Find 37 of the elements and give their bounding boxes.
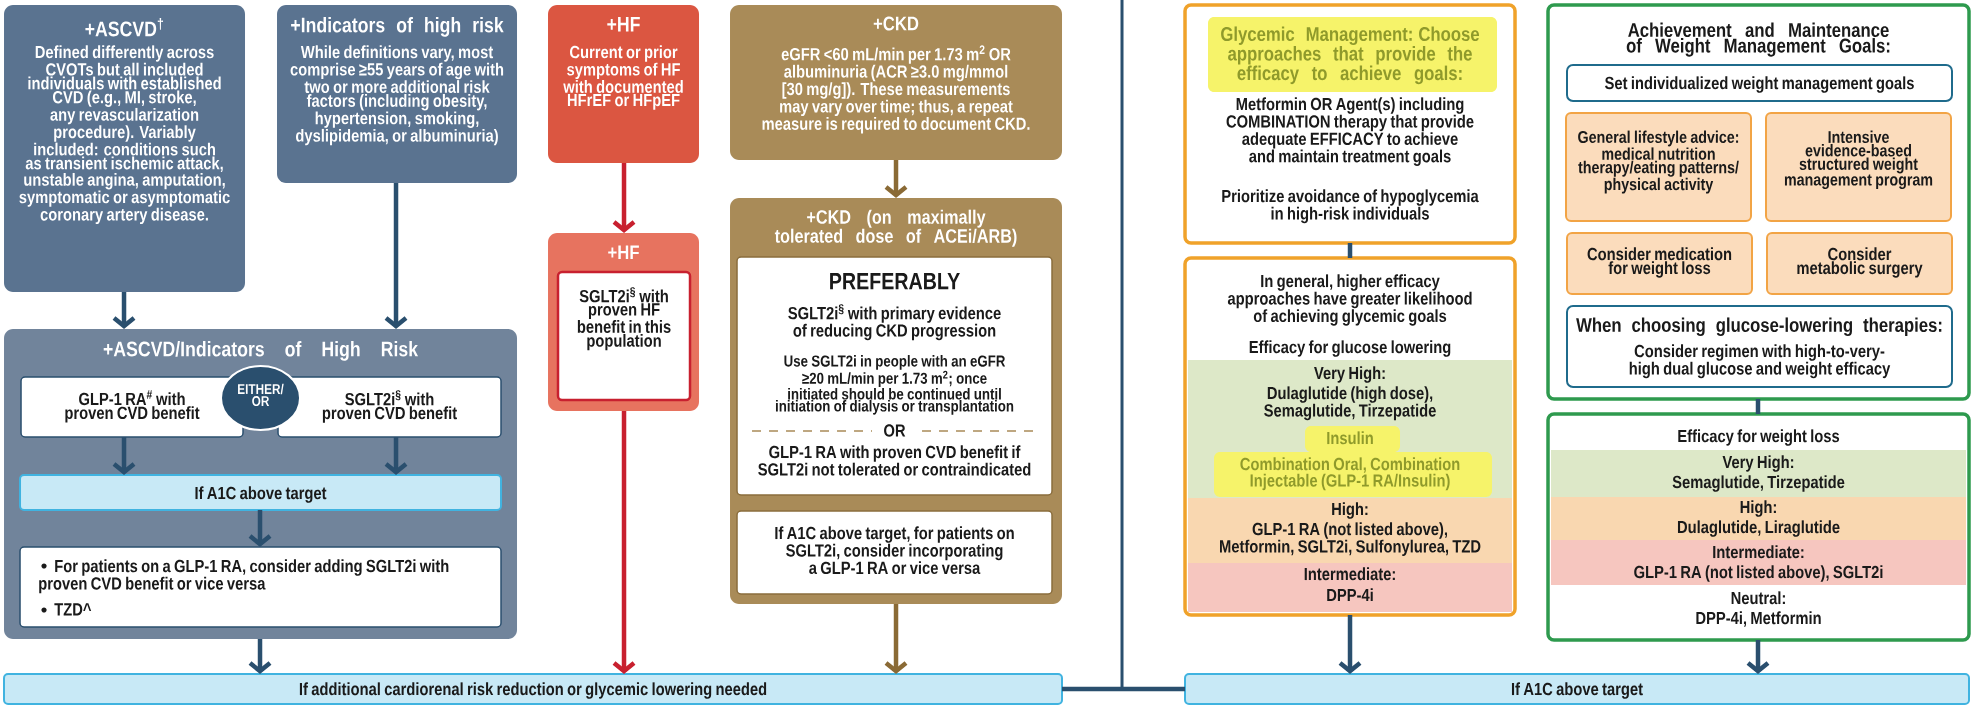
arrow bbox=[1746, 640, 1770, 674]
condition-box: +HF Current or prior symptoms of HF with documented HFrEF or HFpEF bbox=[548, 5, 699, 163]
process-box: Set individualized weight management goals bbox=[1566, 64, 1953, 102]
process-box: SGLT2i$^{§}$ with proven HF benefit in this population bbox=[556, 270, 692, 402]
process-box: Glycemic Management: Choose approaches that provide the efficacy to achieve goals: Metformin OR Agent(s) including COMBINATION therapy that provide adequate EFFICACY to achieve and maintain treatment goals Prioritize avoidance of hypoglycemia in high-risk individuals bbox=[1183, 3, 1517, 245]
process-box: If A1C above target, for patients on SGLT2i, consider incorporating a GLP-1 RA or vice versa bbox=[736, 510, 1053, 595]
efficacy-band: Very High: Semaglutide, Tirzepatide bbox=[1551, 450, 1966, 497]
process-box: When choosing glucose-lowering therapies: Consider regimen with high-to-very-high dual glucose and weight efficacy bbox=[1566, 305, 1953, 388]
efficacy-band: Intermediate: DPP-4i bbox=[1188, 563, 1512, 612]
arrow bbox=[1338, 615, 1362, 674]
efficacy-band: Intermediate: GLP-1 RA (not listed above), SGLT2i bbox=[1551, 540, 1966, 585]
arrow bbox=[884, 604, 908, 674]
process-box: For patients on a GLP-1 RA, consider adding SGLT2i with proven CVD benefit or vice versa TZD^ bbox=[19, 546, 502, 628]
target-box: If additional cardiorenal risk reduction or glycemic lowering needed bbox=[3, 673, 1063, 705]
option-box: Consider medication for weight loss bbox=[1566, 232, 1753, 295]
option-box: Consider metabolic surgery bbox=[1766, 232, 1953, 295]
condition-box: +Indicators of high risk While definitions vary, most comprise ≥55 years of age with two or more additional risk factors (including obesity, hypertension, smoking, dyslipidemia, or albuminuria) bbox=[277, 5, 517, 183]
arrow bbox=[248, 510, 272, 547]
arrow bbox=[384, 183, 408, 329]
target-box: If A1C above target bbox=[19, 474, 502, 511]
arrow bbox=[612, 411, 636, 674]
option-box: General lifestyle advice: medical nutrition therapy/eating patterns/ physical activity bbox=[1565, 112, 1752, 222]
target-box: If A1C above target bbox=[1184, 673, 1970, 705]
arrow bbox=[884, 160, 908, 198]
option-box: Intensive evidence-based structured weight management program bbox=[1765, 112, 1952, 222]
efficacy-band: High: Dulaglutide, Liraglutide bbox=[1551, 497, 1966, 540]
either-or-badge: EITHER/ OR bbox=[220, 365, 301, 431]
process-box: PREFERABLY SGLT2i$^{§}$ with primary evidence of reducing CKD progression Use SGLT2i in people with an eGFR ≥20 mL/min per 1.73 m$^{2}$; once initiated should be continued until initiation of dialysis or transplantation OR GLP-1 RA with proven CVD benefit if SGLT2i not tolerated or contraindicated bbox=[736, 256, 1053, 496]
arrow bbox=[248, 639, 272, 674]
arrow bbox=[384, 437, 408, 475]
condition-box: +CKD eGFR <60 mL/min per 1.73 m$^{2}$ OR albuminuria (ACR ≥3.0 mg/mmol [30 mg/g]). These measurements may vary over time; thus, a repeat measure is required to document CKD. bbox=[730, 5, 1062, 160]
arrow bbox=[612, 163, 636, 233]
efficacy-band: Very High: Dulaglutide (high dose), Semaglutide, Tirzepatide Insulin Combination Oral, Combination Injectable (GLP-1 RA/Insulin) bbox=[1188, 360, 1512, 498]
arrow bbox=[112, 437, 136, 475]
efficacy-band: High: GLP-1 RA (not listed above), Metformin, SGLT2i, Sulfonylurea, TZD bbox=[1188, 498, 1512, 563]
condition-box: +ASCVD$^{†}$ Defined differently across CVOTs but all included individuals with established CVD (e.g., MI, stroke, any revascularization procedure). Variably included: conditions such as transient ischemic attack, unstable angina, amputation, symptomatic or asymptomatic coronary artery disease. bbox=[4, 5, 245, 292]
arrow bbox=[112, 292, 136, 329]
